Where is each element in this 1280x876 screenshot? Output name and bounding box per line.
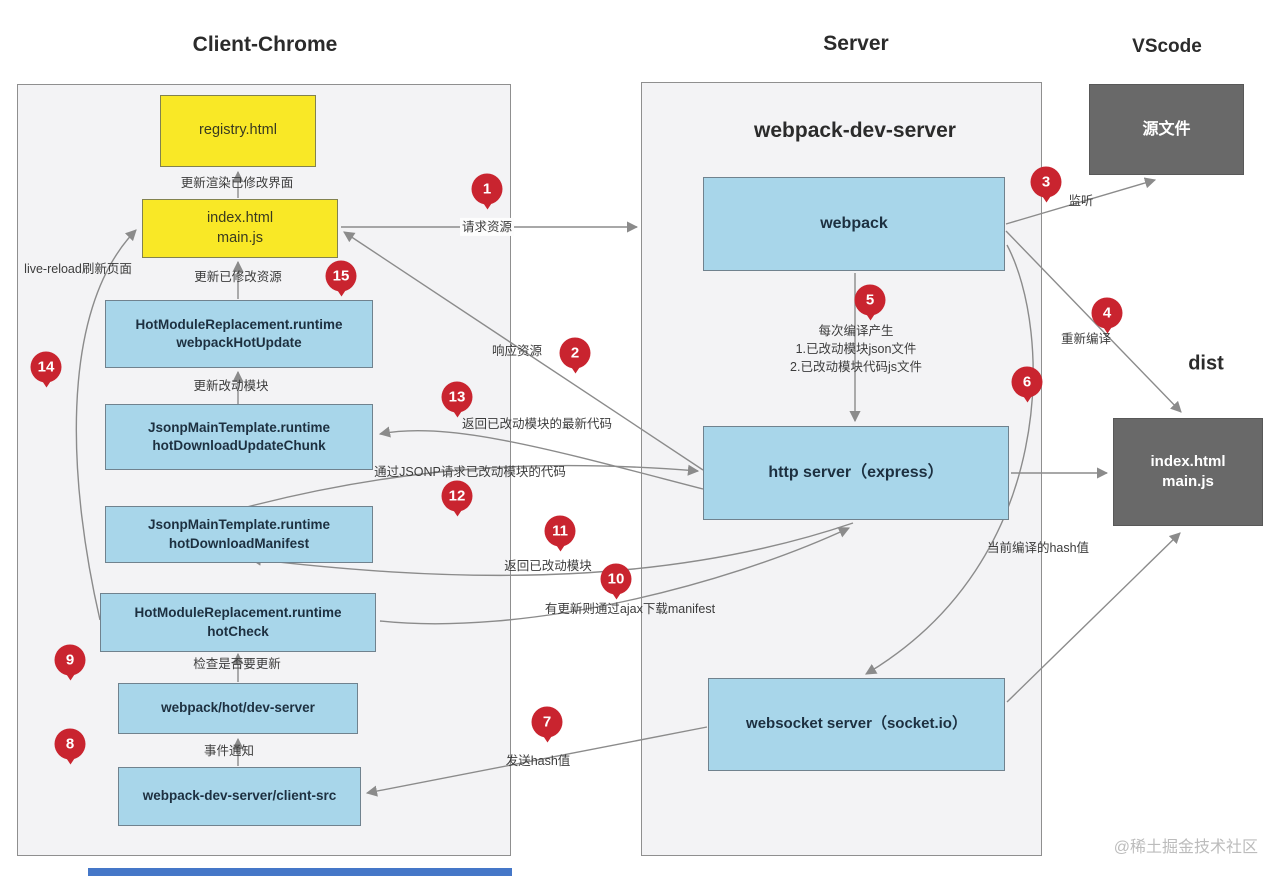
webpack-dev-server-title: webpack-dev-server bbox=[754, 119, 956, 142]
dist-label: dist bbox=[1188, 352, 1224, 375]
edge-label-compile-output: 每次编译产生 1.已改动模块json文件 2.已改动模块代码js文件 bbox=[790, 323, 922, 375]
edge-label-current-hash: 当前编译的hash值 bbox=[986, 540, 1090, 555]
node-http-server-express: http server（express） bbox=[703, 426, 1009, 520]
edge-label-request-resource: 请求资源 bbox=[459, 217, 515, 237]
node-index-html-main-js: index.html main.js bbox=[142, 199, 338, 258]
vscode-section-title: VScode bbox=[1132, 36, 1202, 57]
edge-label-update-resource: 更新已修改资源 bbox=[194, 269, 282, 284]
step-pin-14: 14 bbox=[30, 351, 62, 383]
node-dist-index-html-main-js: index.html main.js bbox=[1113, 418, 1263, 526]
edge-label-update-module: 更新改动模块 bbox=[193, 378, 269, 393]
bottom-accent-bar bbox=[88, 868, 512, 876]
edge-label-jsonp-request: 通过JSONP请求已改动模块的代码 bbox=[374, 464, 566, 479]
node-source-file: 源文件 bbox=[1089, 84, 1244, 175]
edge-label-return-latest-code: 返回已改动模块的最新代码 bbox=[461, 416, 613, 431]
node-hot-download-manifest: JsonpMainTemplate.runtime hotDownloadMan… bbox=[105, 506, 373, 563]
edge-label-live-reload: live-reload刷新页面 bbox=[24, 261, 132, 276]
step-pin-11: 11 bbox=[544, 515, 576, 547]
step-pin-7: 7 bbox=[531, 706, 563, 738]
edge-label-listen: 监听 bbox=[1068, 193, 1094, 208]
watermark-text: @稀土掘金技术社区 bbox=[1113, 839, 1258, 856]
node-registry-html: registry.html bbox=[160, 95, 316, 167]
edge-label-ajax-manifest: 有更新则通过ajax下载manifest bbox=[544, 601, 716, 616]
node-webpack-dev-server-client-src: webpack-dev-server/client-src bbox=[118, 767, 361, 826]
node-webpack-hot-dev-server: webpack/hot/dev-server bbox=[118, 683, 358, 734]
step-pin-13: 13 bbox=[441, 381, 473, 413]
step-pin-4: 4 bbox=[1091, 297, 1123, 329]
node-websocket-server-socket-io: websocket server（socket.io） bbox=[708, 678, 1005, 771]
edge-label-update-render: 更新渲染已修改界面 bbox=[180, 175, 294, 190]
step-pin-5: 5 bbox=[854, 284, 886, 316]
client-section-title: Client-Chrome bbox=[192, 33, 338, 56]
step-pin-12: 12 bbox=[441, 480, 473, 512]
step-pin-3: 3 bbox=[1030, 166, 1062, 198]
edge-label-return-changed-module: 返回已改动模块 bbox=[504, 558, 592, 573]
server-section-title: Server bbox=[823, 32, 889, 55]
edge-label-recompile: 重新编译 bbox=[1060, 331, 1112, 346]
step-pin-1: 1 bbox=[471, 173, 503, 205]
edge-label-response-resource: 响应资源 bbox=[491, 343, 543, 358]
step-pin-10: 10 bbox=[600, 563, 632, 595]
node-hmr-webpack-hot-update: HotModuleReplacement.runtime webpackHotU… bbox=[105, 300, 373, 368]
step-pin-6: 6 bbox=[1011, 366, 1043, 398]
step-pin-15: 15 bbox=[325, 260, 357, 292]
node-hot-download-update-chunk: JsonpMainTemplate.runtime hotDownloadUpd… bbox=[105, 404, 373, 470]
step-pin-9: 9 bbox=[54, 644, 86, 676]
step-pin-2: 2 bbox=[559, 337, 591, 369]
edge-label-send-hash: 发送hash值 bbox=[505, 753, 571, 768]
node-hmr-hot-check: HotModuleReplacement.runtime hotCheck bbox=[100, 593, 376, 652]
step-pin-8: 8 bbox=[54, 728, 86, 760]
edge-label-check-update: 检查是否要更新 bbox=[193, 656, 281, 671]
edge-label-event-notify: 事件通知 bbox=[203, 743, 255, 758]
node-webpack: webpack bbox=[703, 177, 1005, 271]
